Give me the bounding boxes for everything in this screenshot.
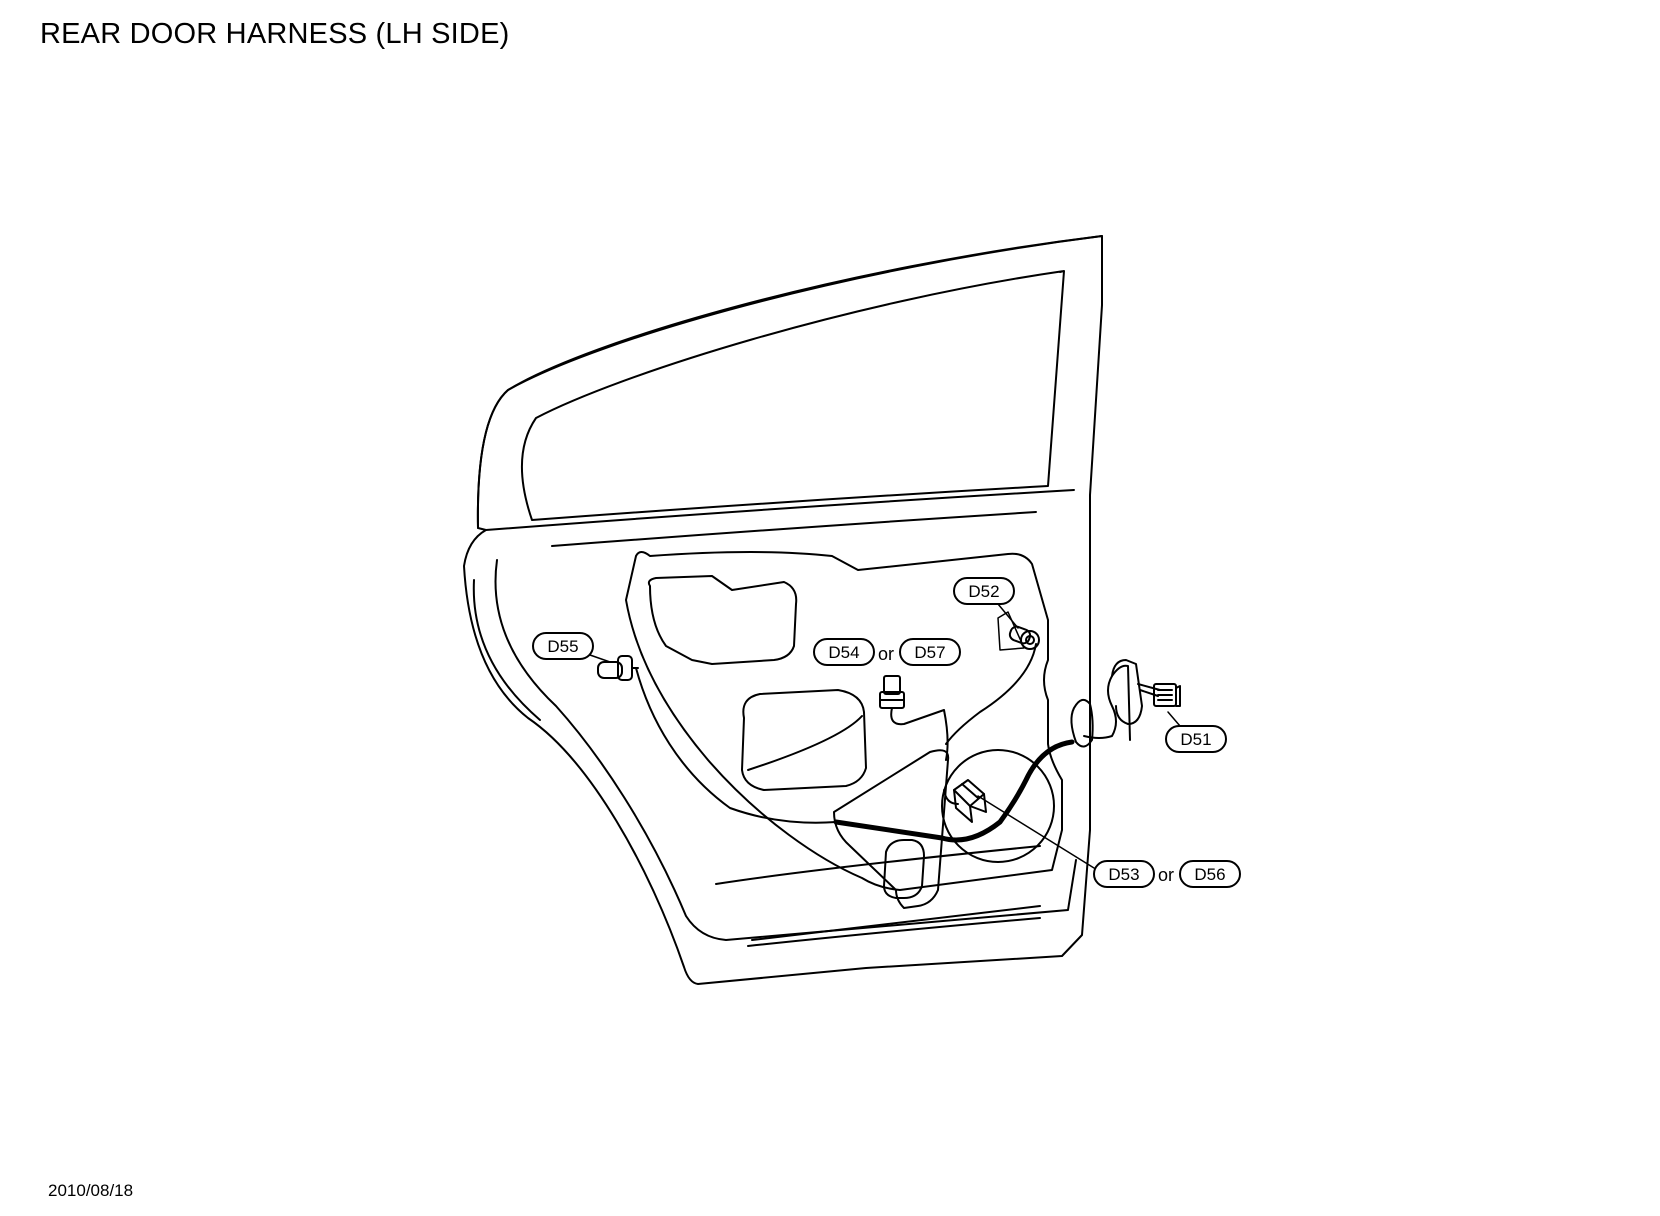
label-d56: D56 xyxy=(1179,860,1241,888)
date-stamp: 2010/08/18 xyxy=(48,1181,134,1200)
or-text-d54-d57: or xyxy=(878,644,894,664)
label-d55: D55 xyxy=(532,632,594,660)
svg-text:D51: D51 xyxy=(1180,730,1211,749)
label-d54: D54 xyxy=(813,638,875,666)
page-title: REAR DOOR HARNESS (LH SIDE) xyxy=(40,18,510,50)
connector-d54-d57 xyxy=(879,675,905,709)
or-text-d53-d56: or xyxy=(1158,865,1174,885)
connector-d52 xyxy=(997,611,1040,651)
connectors xyxy=(597,611,1181,823)
label-d51: D51 xyxy=(1165,725,1227,753)
leader-lines xyxy=(589,603,1181,869)
harness-wiring xyxy=(635,643,1161,843)
connector-d53-d56 xyxy=(953,779,987,823)
connector-d51 xyxy=(1153,683,1181,707)
svg-text:D52: D52 xyxy=(968,582,999,601)
svg-text:D56: D56 xyxy=(1194,865,1225,884)
label-d57: D57 xyxy=(899,638,961,666)
svg-text:D54: D54 xyxy=(828,643,859,662)
door-outline xyxy=(463,235,1103,985)
svg-text:D53: D53 xyxy=(1108,865,1139,884)
label-d53: D53 xyxy=(1093,860,1155,888)
svg-text:D57: D57 xyxy=(914,643,945,662)
label-d52: D52 xyxy=(953,577,1015,605)
svg-text:D55: D55 xyxy=(547,637,578,656)
